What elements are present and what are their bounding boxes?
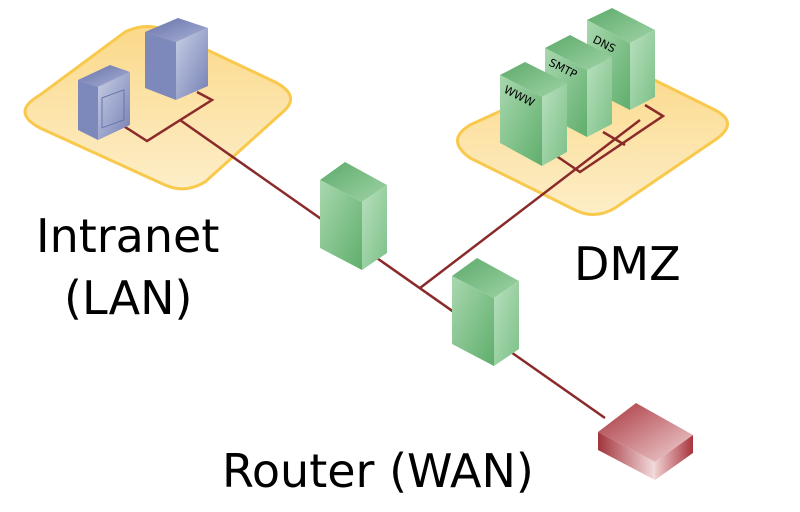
- router-label: Router (WAN): [222, 444, 534, 498]
- dmz-label: DMZ: [574, 237, 681, 291]
- intranet-label-line2: (LAN): [64, 271, 192, 325]
- lan-link: [121, 90, 215, 143]
- lan-workstation-1[interactable]: [78, 65, 130, 140]
- outer-firewall[interactable]: [452, 258, 519, 366]
- dmz-uplink: [419, 119, 641, 289]
- inner-firewall[interactable]: [320, 162, 387, 270]
- intranet-zone: [23, 25, 293, 191]
- network-links: [121, 90, 666, 420]
- lan-uplink: [179, 118, 606, 420]
- intranet-label-line1: Intranet: [36, 209, 219, 263]
- dmz-branch: [602, 130, 626, 147]
- wan-router[interactable]: [598, 403, 693, 480]
- www-server[interactable]: WWW: [500, 62, 567, 166]
- lan-workstation-2[interactable]: [145, 18, 208, 100]
